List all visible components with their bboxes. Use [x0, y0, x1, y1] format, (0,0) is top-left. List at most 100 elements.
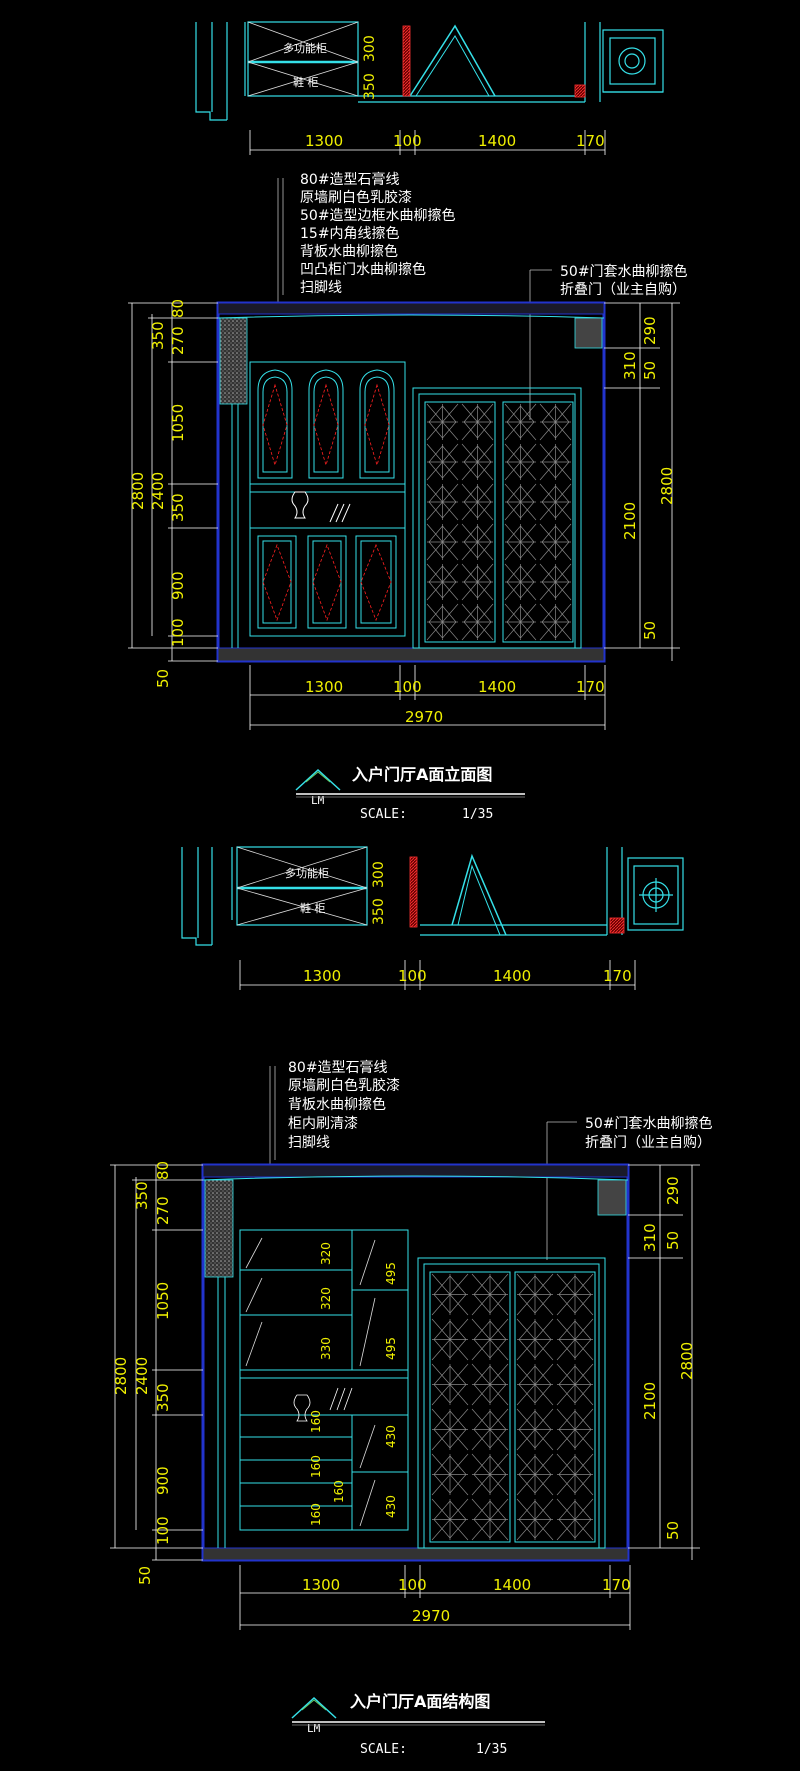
- door-panel-ornament: [471, 1363, 509, 1406]
- note-b-3: 背板水曲柳擦色: [288, 1096, 386, 1113]
- door-panel-ornament: [556, 1498, 594, 1541]
- shelf-dim-430-2: 430: [384, 1495, 398, 1518]
- dim-b-bottom-170: 170: [602, 1576, 631, 1594]
- note-a-right-2: 折叠门（业主自购）: [560, 282, 686, 298]
- door-panel-ornament: [539, 443, 572, 481]
- dim-b-bottom-1300: 1300: [302, 1576, 340, 1594]
- dim-b-80: 80: [154, 1161, 172, 1180]
- door-panel-ornament: [431, 1363, 469, 1406]
- title-block-b: LM 入户门厅A面结构图 SCALE: 1/35: [291, 1692, 545, 1757]
- door-panel-ornament: [431, 1318, 469, 1361]
- door-panel-ornament: [426, 483, 459, 521]
- note-b-2: 原墙刷白色乳胶漆: [288, 1077, 400, 1094]
- drawing-b-title: 入户门厅A面结构图: [350, 1692, 490, 1711]
- plan-a-dim-170: 170: [576, 132, 605, 150]
- dim-b-50-bottom: 50: [664, 1521, 682, 1540]
- title-block-a: LM 入户门厅A面立面图 SCALE: 1/35: [295, 765, 525, 822]
- dim-b-900: 900: [154, 1466, 172, 1495]
- door-panel-ornament: [431, 1273, 469, 1316]
- dim-b-350-inner: 350: [154, 1383, 172, 1412]
- dim-a-310: 310: [621, 351, 639, 380]
- shelf-dim-160-4: 160: [309, 1503, 323, 1526]
- plan-b-dim-1400: 1400: [493, 967, 531, 985]
- plan-a-cabinet-label-2: 鞋 柜: [293, 75, 319, 89]
- dim-a-350-outer: 350: [149, 321, 167, 350]
- door-panel-ornament: [471, 1408, 509, 1451]
- dim-a-total-2970: 2970: [405, 708, 443, 726]
- dim-b-2800: 2800: [112, 1357, 130, 1395]
- shelf-dim-320-2: 320: [319, 1287, 333, 1310]
- logo-a-text: LM: [311, 794, 325, 807]
- dim-b-50-right: 50: [664, 1231, 682, 1250]
- dim-b-bottom-1400: 1400: [493, 1576, 531, 1594]
- elevation-b-right-dims: 290 310 50 2100 50 2800: [641, 1176, 696, 1540]
- dim-b-290: 290: [664, 1176, 682, 1205]
- door-panel-ornament: [556, 1408, 594, 1451]
- dim-a-100: 100: [169, 618, 187, 647]
- dim-a-290: 290: [641, 316, 659, 345]
- door-panel-ornament: [539, 523, 572, 561]
- door-panel-ornament: [539, 603, 572, 641]
- dim-b-310: 310: [641, 1223, 659, 1252]
- plan-b-dim-170: 170: [603, 967, 632, 985]
- plan-a-cabinet-label-1: 多功能柜: [283, 41, 327, 55]
- note-b-5: 扫脚线: [288, 1135, 330, 1151]
- shelf-dim-495-1: 495: [384, 1262, 398, 1285]
- door-panel-ornament: [461, 603, 494, 641]
- dim-a-2400: 2400: [149, 472, 167, 510]
- note-a-right-1: 50#门套水曲柳擦色: [560, 263, 688, 280]
- plan-a-dim-100: 100: [393, 132, 422, 150]
- shelf-dim-320-1: 320: [319, 1242, 333, 1265]
- door-panel-ornament: [426, 563, 459, 601]
- door-panel-ornament: [461, 563, 494, 601]
- note-a-5: 背板水曲柳擦色: [300, 243, 398, 260]
- plan-a-dim-350: 350: [362, 73, 378, 100]
- door-panel-ornament: [426, 603, 459, 641]
- door-panel-ornament: [461, 523, 494, 561]
- dim-a-2800: 2800: [129, 472, 147, 510]
- drawing-b-elevation: 80#造型石膏线 原墙刷白色乳胶漆 背板水曲柳擦色 柜内刷清漆 扫脚线 50#门…: [110, 1059, 713, 1757]
- door-panel-ornament: [471, 1498, 509, 1541]
- door-panel-ornament: [556, 1363, 594, 1406]
- shelf-dim-330: 330: [319, 1337, 333, 1360]
- note-a-7: 扫脚线: [300, 280, 342, 296]
- door-panel-ornament: [516, 1408, 554, 1451]
- plan-b-cabinet-label-1: 多功能柜: [285, 866, 329, 880]
- door-panel-ornament: [461, 443, 494, 481]
- dim-a-bottom-100: 100: [393, 678, 422, 696]
- door-panel-ornament: [461, 483, 494, 521]
- door-panel-ornament: [516, 1273, 554, 1316]
- door-panel-ornament: [539, 483, 572, 521]
- plan-b-dim-300: 300: [371, 861, 387, 888]
- door-panel-ornament: [516, 1363, 554, 1406]
- note-a-2: 原墙刷白色乳胶漆: [300, 189, 412, 206]
- dim-b-100: 100: [154, 1516, 172, 1545]
- door-panel-ornament: [431, 1453, 469, 1496]
- door-panel-ornament: [471, 1318, 509, 1361]
- dim-b-2100: 2100: [641, 1382, 659, 1420]
- door-panel-ornament: [556, 1453, 594, 1496]
- door-panel-ornament: [556, 1318, 594, 1361]
- dim-a-900: 900: [169, 571, 187, 600]
- shelf-dim-160-1: 160: [309, 1410, 323, 1433]
- elevation-b-notes-right: 50#门套水曲柳擦色 折叠门（业主自购）: [585, 1115, 713, 1151]
- dim-b-50: 50: [136, 1566, 154, 1585]
- plan-b-dim-350: 350: [371, 898, 387, 925]
- note-b-4: 柜内刷清漆: [288, 1116, 358, 1132]
- door-panel-ornament: [504, 563, 537, 601]
- door-panel-ornament: [504, 443, 537, 481]
- dim-a-80: 80: [169, 299, 187, 318]
- dim-a-50-right: 50: [641, 361, 659, 380]
- note-a-6: 凹凸柜门水曲柳擦色: [300, 261, 426, 278]
- dim-a-2800-right: 2800: [658, 467, 676, 505]
- elevation-a-right-dims: 290 310 50 2100 50 2800: [621, 316, 676, 640]
- drawing-b-scale-label: SCALE:: [360, 1742, 407, 1757]
- dim-a-bottom-1300: 1300: [305, 678, 343, 696]
- dim-b-2400: 2400: [133, 1357, 151, 1395]
- elevation-b-left-dims: 80 270 1050 350 900 100 50 350 2400 2800: [112, 1161, 172, 1585]
- plan-a-dim-1300: 1300: [305, 132, 343, 150]
- door-panel-ornament: [539, 403, 572, 441]
- note-a-1: 80#造型石膏线: [300, 171, 400, 188]
